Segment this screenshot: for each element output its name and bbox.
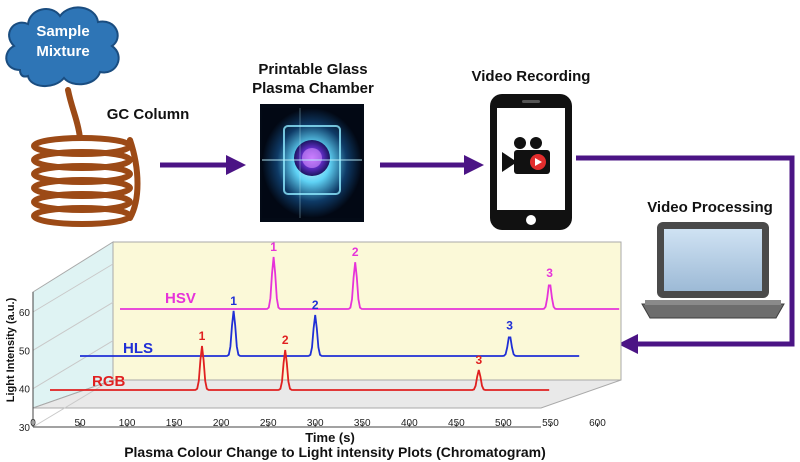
y-tick-label: 50 [19, 346, 31, 357]
peak-label: 2 [352, 245, 359, 259]
series-line-rgb [50, 345, 550, 391]
gc-column-label: GC Column [107, 106, 190, 123]
peak-label: 3 [546, 266, 553, 280]
peak-label: 1 [270, 240, 277, 254]
video-recording-label: Video Recording [472, 68, 591, 85]
video-processing-label: Video Processing [647, 199, 773, 216]
x-tick-label: 250 [260, 418, 277, 429]
x-tick-label: 300 [307, 418, 324, 429]
x-axis-title: Time (s) [305, 430, 355, 445]
x-tick-label: 400 [401, 418, 418, 429]
y-grid-line [32, 378, 114, 428]
sample-mixture-line2: Mixture [36, 43, 89, 60]
figure-caption: Plasma Colour Change to Light intensity … [124, 444, 546, 460]
chart-series [50, 256, 620, 391]
chart-ticks: 0501001502002503003504004505005506003040… [19, 292, 606, 434]
series-label-hsv: HSV [165, 290, 196, 307]
x-tick-label: 450 [448, 418, 465, 429]
y-grid-line [32, 340, 114, 390]
coil-icon [31, 87, 141, 227]
series-label-hls: HLS [123, 340, 153, 357]
laptop-icon [641, 222, 785, 319]
x-tick-label: 150 [166, 418, 183, 429]
series-label-rgb: RGB [92, 373, 126, 390]
series-line-hls [80, 310, 580, 357]
peak-label: 1 [230, 294, 237, 308]
cloud-icon [5, 6, 120, 87]
y-tick-label: 40 [19, 385, 31, 396]
x-tick-label: 550 [542, 418, 559, 429]
y-grid-line [32, 263, 114, 313]
chart-grid [32, 263, 114, 428]
x-tick-label: 50 [74, 418, 86, 429]
x-tick-label: 350 [354, 418, 371, 429]
y-axis-title: Light Intensity (a.u.) [5, 297, 17, 402]
peak-label: 2 [312, 298, 319, 312]
peak-label: 3 [506, 319, 513, 333]
chart-peak-labels: 1 2 3 1 2 3 1 2 3 [199, 240, 554, 367]
peak-label: 2 [282, 333, 289, 347]
plasma-chamber-line1: Printable Glass [258, 61, 367, 78]
y-tick-label: 60 [19, 308, 31, 319]
x-tick-label: 200 [213, 418, 230, 429]
plasma-chamber-image [260, 104, 364, 222]
x-tick-label: 100 [119, 418, 136, 429]
chart-back-wall [112, 241, 622, 381]
sample-mixture-line1: Sample [36, 23, 89, 40]
arrow-to-chart [576, 155, 795, 354]
peak-label: 1 [199, 329, 206, 343]
plasma-chamber-line2: Plasma Chamber [252, 80, 374, 97]
chromatogram-chart: 0501001502002503003504004505005506003040… [5, 240, 622, 445]
x-tick-label: 600 [589, 418, 606, 429]
x-tick-label: 500 [495, 418, 512, 429]
y-tick-label: 30 [19, 423, 31, 434]
series-line-hsv [120, 256, 620, 310]
peak-label: 3 [475, 353, 482, 367]
y-grid-line [32, 301, 114, 351]
video-camera-icon [502, 137, 550, 174]
